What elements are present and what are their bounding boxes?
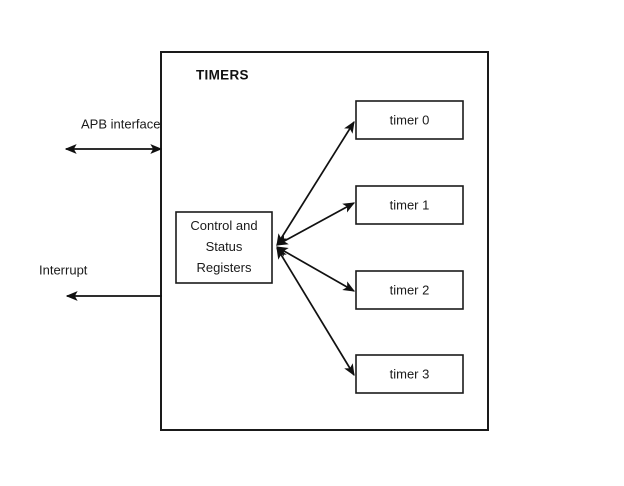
apb-interface-label: APB interface: [81, 116, 161, 131]
timer-0-label: timer 0: [390, 112, 430, 127]
timer-2-label: timer 2: [390, 282, 430, 297]
connection-control-to-timer-1: [275, 202, 356, 246]
module-title: TIMERS: [196, 68, 249, 83]
connection-control-to-timer-3: [276, 246, 355, 377]
timer-3-label: timer 3: [390, 366, 430, 381]
timer-0-box[interactable]: [355, 100, 464, 140]
control-status-registers-box[interactable]: [175, 211, 273, 284]
control-block-line-3: Registers: [197, 260, 252, 275]
timer-1-label: timer 1: [390, 197, 430, 212]
timer-2-box[interactable]: [355, 270, 464, 310]
timer-1-box[interactable]: [355, 185, 464, 225]
timer-3-box[interactable]: [355, 354, 464, 394]
interrupt-label: Interrupt: [39, 262, 88, 277]
control-block-line-1: Control and: [190, 218, 257, 233]
control-block-line-2: Status: [206, 239, 243, 254]
